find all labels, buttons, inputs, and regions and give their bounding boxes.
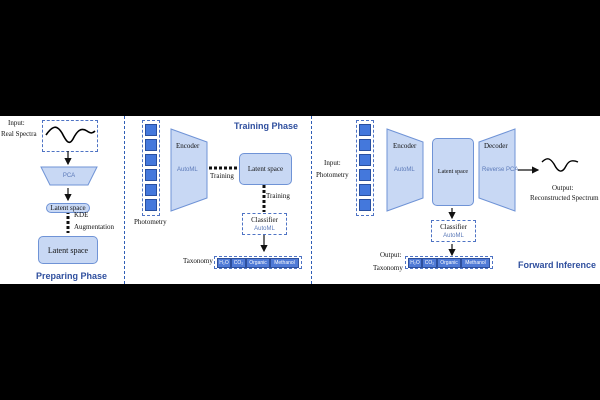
prep-latent-space-1-label: Latent space <box>50 204 86 212</box>
train-encoder-label: Encoder <box>176 142 200 150</box>
train-encoder-block <box>170 128 208 212</box>
train-latent-space-label: Latent space <box>247 165 284 173</box>
inf-output-sub: Reconstructed Spectrum <box>530 194 599 202</box>
train-training-label-1: Training <box>210 172 234 180</box>
inf-classifier-automl: AutoML <box>443 233 464 239</box>
inf-taxonomy-label: Taxonomy <box>373 264 403 272</box>
inf-encoder-label: Encoder <box>393 142 417 150</box>
train-tag-co2: CO₂ <box>231 258 246 268</box>
augmentation-label: Augmentation <box>74 223 115 231</box>
photometry-cell <box>145 139 157 151</box>
photometry-cell <box>145 169 157 181</box>
photometry-cell <box>359 124 371 136</box>
inf-taxonomy-tags <box>405 256 493 269</box>
inf-photometry-input <box>356 120 374 216</box>
spectrum-curve-icon <box>45 126 96 144</box>
photometry-cell <box>359 139 371 151</box>
prep-latent-space-2: Latent space <box>38 236 98 264</box>
train-classifier-automl: AutoML <box>254 226 275 232</box>
pca-label: PCA <box>62 173 76 179</box>
inf-encoder-block <box>386 128 424 212</box>
separator-1 <box>124 116 125 284</box>
photometry-cell <box>145 184 157 196</box>
inf-decoder-block <box>478 128 516 212</box>
real-spectrum-plot <box>42 120 98 152</box>
kde-label: KDE <box>74 211 89 219</box>
train-training-label-2: Training <box>266 192 290 200</box>
workflow-diagram: Input: Real Spectra PCA Latent space KDE… <box>0 116 600 284</box>
photometry-cell <box>359 154 371 166</box>
separator-2 <box>311 116 312 284</box>
train-latent-space: Latent space <box>239 153 292 185</box>
prep-input-label: Input: <box>8 119 25 127</box>
train-taxonomy-tags <box>214 256 302 269</box>
photometry-cell <box>145 199 157 211</box>
inf-output-taxonomy-label: Output: <box>380 251 402 259</box>
photometry-cell <box>359 169 371 181</box>
photometry-cell <box>359 184 371 196</box>
inf-latent-space-label: Latent space <box>437 169 469 175</box>
inf-tag-co2: CO₂ <box>422 258 437 268</box>
inf-classifier-label: Classifier <box>440 223 467 231</box>
train-classifier: Classifier AutoML <box>242 213 287 235</box>
train-photometry-input <box>142 120 160 216</box>
train-encoder-automl: AutoML <box>177 167 198 173</box>
inf-input-sub: Photometry <box>316 171 349 179</box>
inf-tag-organic: Organic <box>437 258 461 268</box>
train-classifier-label: Classifier <box>251 216 278 224</box>
preparing-phase-title: Preparing Phase <box>36 271 108 281</box>
inf-classifier: Classifier AutoML <box>431 220 476 242</box>
inf-connectors <box>448 166 540 257</box>
inf-latent-space: Latent space <box>432 138 474 206</box>
inf-output-label: Output: <box>552 184 574 192</box>
train-photometry-label: Photometry <box>134 218 167 226</box>
inf-input-label: Input: <box>324 159 341 167</box>
train-tag-h2o: H₂O <box>217 258 231 268</box>
pca-block <box>40 166 98 186</box>
forward-inference-title: Forward Inference <box>518 260 597 270</box>
photometry-cell <box>145 124 157 136</box>
train-tag-methanol: Methanol <box>270 258 299 268</box>
prep-latent-space-2-label: Latent space <box>47 245 89 255</box>
prep-input-sub: Real Spectra <box>1 130 37 138</box>
inf-reverse-pca: Reverse PCA <box>482 167 519 173</box>
prep-connectors <box>64 151 72 233</box>
prep-latent-space-1: Latent space <box>46 203 90 213</box>
inf-decoder-label: Decoder <box>484 142 508 150</box>
inf-tag-methanol: Methanol <box>461 258 490 268</box>
photometry-cell <box>145 154 157 166</box>
photometry-cell <box>359 199 371 211</box>
reconstructed-spectrum-icon <box>541 158 579 172</box>
train-taxonomy-label: Taxonomy <box>183 257 213 265</box>
train-connectors <box>209 166 268 253</box>
training-phase-title: Training Phase <box>234 121 299 131</box>
inf-encoder-automl: AutoML <box>394 167 415 173</box>
inf-tag-h2o: H₂O <box>408 258 422 268</box>
train-tag-organic: Organic <box>246 258 270 268</box>
